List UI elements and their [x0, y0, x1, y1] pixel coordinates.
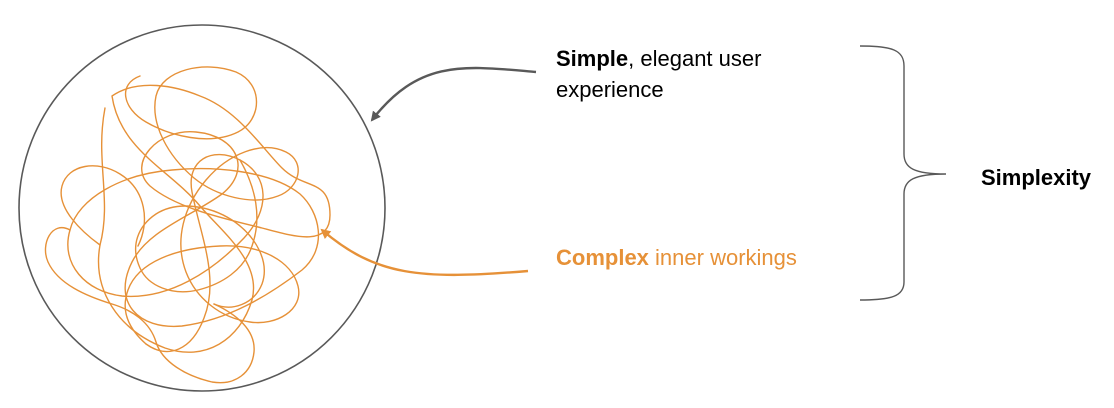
- complex-callout-rest: inner workings: [648, 245, 797, 270]
- curly-brace: [859, 45, 947, 301]
- simple-callout-line-2: experience: [556, 77, 664, 102]
- complex-callout-bold: Complex: [556, 245, 649, 270]
- simple-callout-bold: Simple: [556, 46, 629, 71]
- complex-callout: Complex inner workings: [556, 242, 797, 273]
- brace-label: Simplexity: [981, 165, 1092, 190]
- tangled-scribble: [44, 66, 331, 384]
- simple-arrow: [370, 66, 537, 122]
- simple-callout: Simple, elegant user experience: [556, 43, 761, 105]
- simple-callout-line-1: Simple, elegant user: [556, 43, 761, 74]
- outer-circle: [18, 24, 386, 392]
- complex-arrow: [320, 228, 529, 277]
- simple-callout-rest: , elegant user: [628, 46, 762, 71]
